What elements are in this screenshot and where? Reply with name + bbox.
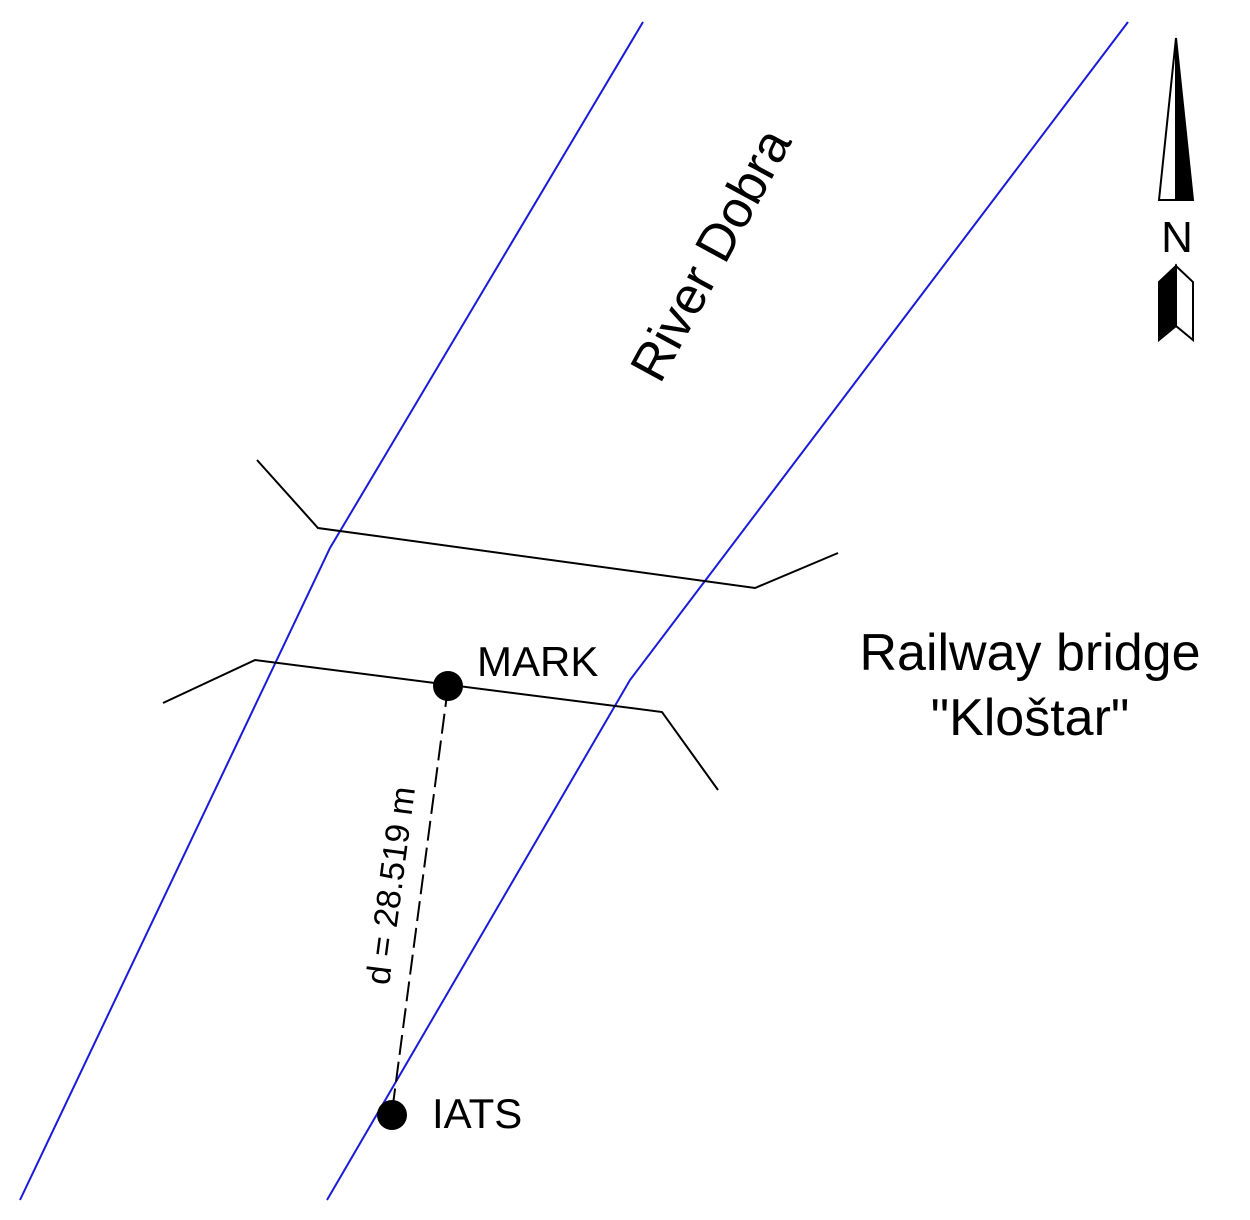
iats-label: IATS <box>432 1090 522 1137</box>
river-east-bank <box>326 21 1129 1201</box>
north-arrow-lower-right <box>1175 263 1194 343</box>
river-west-bank <box>19 21 644 1201</box>
iats-point <box>377 1100 407 1130</box>
river-label: River Dobra <box>620 119 803 391</box>
bridge-label-line2: "Kloštar" <box>931 689 1130 747</box>
north-arrow-upper-left <box>1157 37 1177 201</box>
north-label: N <box>1161 213 1193 262</box>
river-dobra-banks <box>19 21 1129 1201</box>
north-arrow-lower-left <box>1158 263 1177 343</box>
bridge-label-line1: Railway bridge <box>859 624 1200 682</box>
bridge-upstream-edge <box>256 459 839 590</box>
mark-point <box>433 671 463 701</box>
north-arrow-upper-right <box>1175 37 1195 201</box>
north-arrow-icon: N <box>1157 37 1195 343</box>
mark-label: MARK <box>477 638 598 685</box>
railway-bridge <box>162 459 839 791</box>
distance-line <box>391 686 449 1113</box>
